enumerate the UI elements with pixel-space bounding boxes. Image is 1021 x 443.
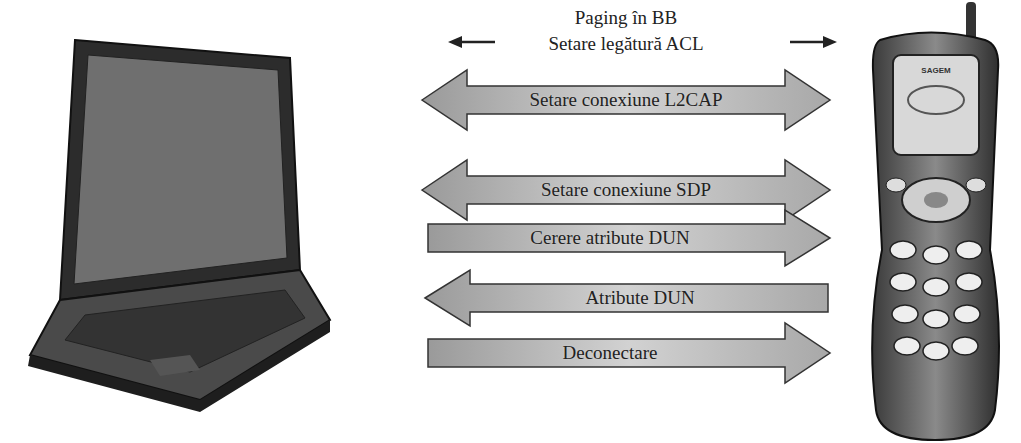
- block-arrows: [422, 70, 830, 383]
- phone-picture: [872, 2, 999, 440]
- arrow-label: Deconectare: [563, 343, 658, 364]
- arrow-label: Atribute DUN: [585, 288, 694, 309]
- arrow-label: Setare conexiune L2CAP: [529, 90, 722, 111]
- step-label: Setare legătură ACL: [548, 34, 703, 55]
- arrow-label: Cerere atribute DUN: [530, 228, 689, 249]
- brand-logo: SAGEM: [921, 67, 950, 76]
- step-label: Paging în BB: [575, 8, 677, 29]
- arrow-label: Setare conexiune SDP: [541, 180, 711, 201]
- laptop-picture: [28, 40, 330, 412]
